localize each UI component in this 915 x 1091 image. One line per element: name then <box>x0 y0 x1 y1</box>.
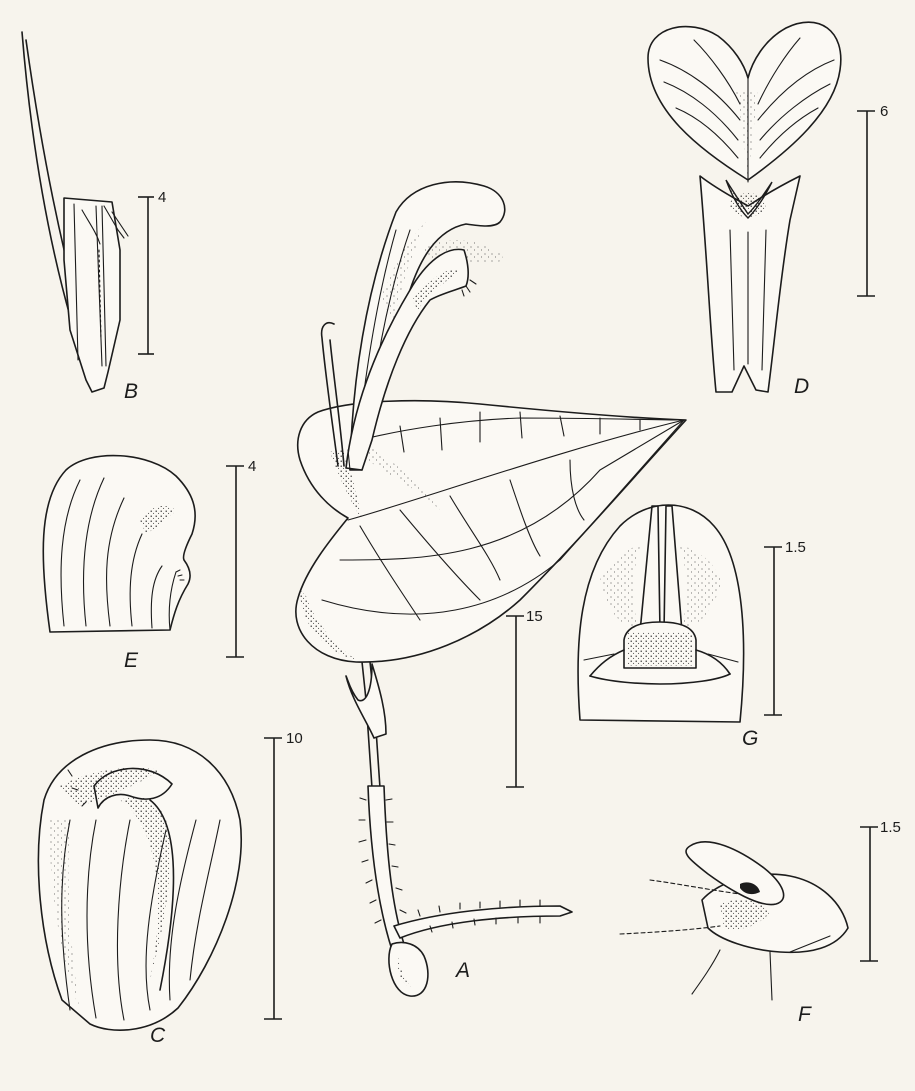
figure-c-sepal <box>37 739 242 1031</box>
figure-e-sepal <box>42 454 196 633</box>
scale-bar-f <box>860 826 878 962</box>
figure-a-plant <box>295 181 687 997</box>
scale-value-f: 1.5 <box>880 819 901 836</box>
figure-b-bract <box>21 31 129 393</box>
figure-d-labellum <box>647 21 842 393</box>
panel-label-d: D <box>794 375 810 398</box>
panel-label-g: G <box>742 727 759 750</box>
figure-g-column <box>577 504 745 723</box>
panel-label-c: C <box>150 1024 166 1047</box>
scale-value-c: 10 <box>286 730 303 747</box>
scale-value-b: 4 <box>158 189 167 206</box>
figure-f-column <box>619 841 849 1001</box>
scale-value-a: 15 <box>526 608 543 625</box>
scale-bar-d <box>857 110 875 297</box>
scale-bar-g <box>764 546 782 716</box>
scale-bar-a <box>506 615 524 788</box>
scale-value-e: 4 <box>248 458 257 475</box>
scale-value-g: 1.5 <box>785 539 806 556</box>
scale-value-d: 6 <box>880 103 889 120</box>
scale-bar-b <box>138 196 154 355</box>
scale-bar-e <box>226 465 244 658</box>
panel-label-e: E <box>124 649 139 672</box>
panel-label-a: A <box>456 959 471 982</box>
scale-bar-c <box>264 737 282 1020</box>
panel-label-f: F <box>798 1003 811 1026</box>
panel-label-b: B <box>124 380 139 403</box>
